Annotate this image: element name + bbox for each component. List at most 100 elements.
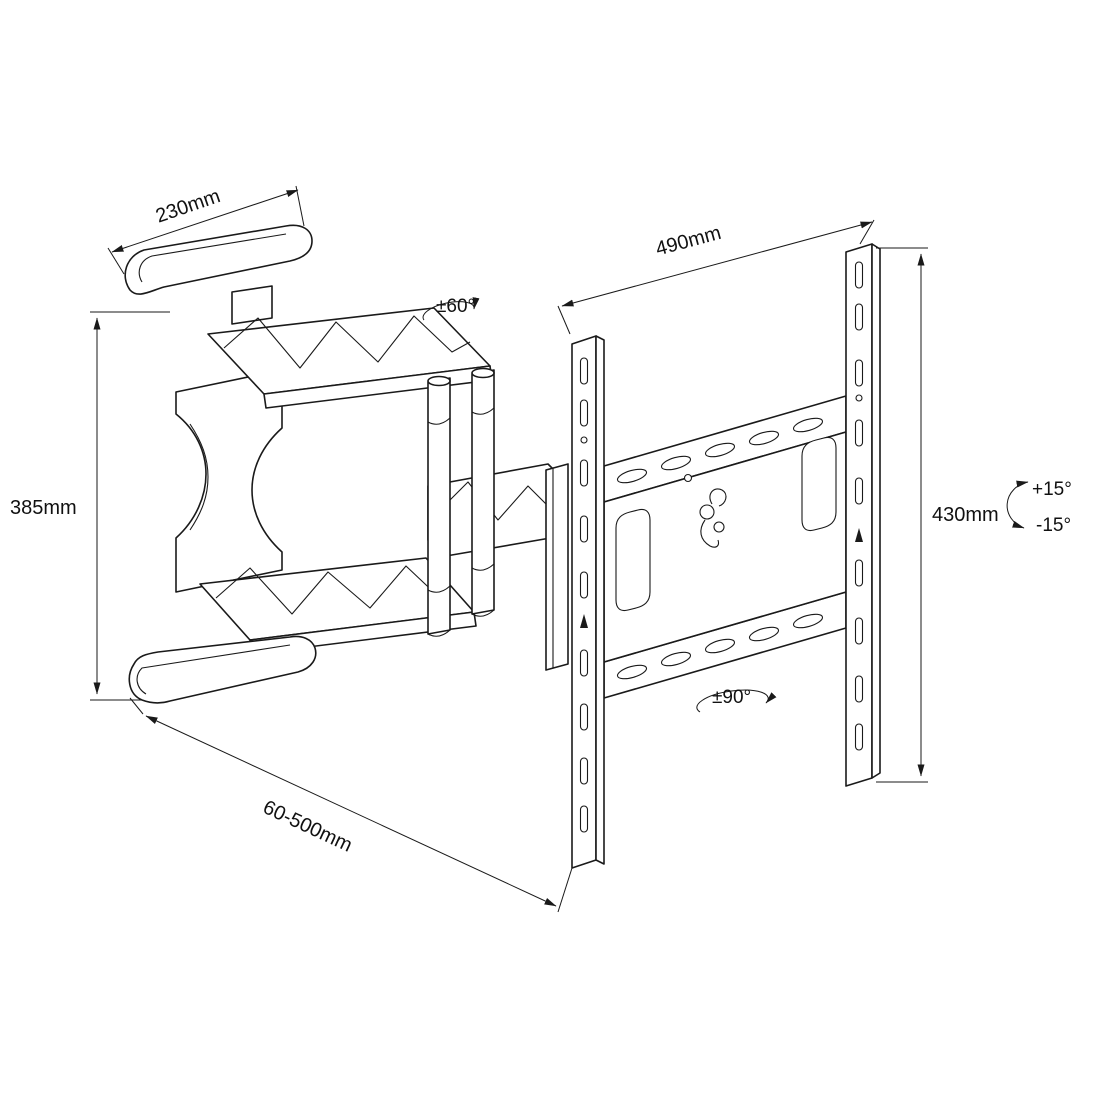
dimension-490mm: 490mm xyxy=(557,219,875,335)
strip-slot xyxy=(748,626,780,642)
pivot-cylinder-front xyxy=(427,375,451,637)
bottom-end-cap xyxy=(128,635,317,704)
rail-hole xyxy=(580,436,588,444)
wall-bracket-body xyxy=(175,369,283,593)
vesa-plate xyxy=(427,243,881,869)
hook-nut xyxy=(699,504,715,520)
extension-line xyxy=(129,697,144,715)
pivot-front-cap xyxy=(427,375,451,387)
pivot-rear-band xyxy=(471,563,495,571)
pivot-front-body xyxy=(427,377,451,635)
rail-slot xyxy=(579,757,589,785)
hook-washer xyxy=(713,521,725,533)
wall-bracket xyxy=(175,369,283,593)
rotation-angle-indicator: ±90° xyxy=(696,687,777,713)
upper-arm-facets xyxy=(223,315,471,369)
pivot-rear-bottom xyxy=(471,609,495,617)
panel-cutout-right xyxy=(801,436,837,532)
strip-slot xyxy=(660,455,692,471)
extension-line xyxy=(107,247,125,275)
hook-tail xyxy=(700,519,720,548)
swivel-arc-arrow xyxy=(422,297,480,321)
rail-slot xyxy=(854,477,864,505)
strip-slot xyxy=(792,613,824,629)
pivot-rear-band xyxy=(471,407,495,415)
rotation-arc-arrow xyxy=(696,689,777,713)
up-arrow-mark xyxy=(855,528,863,542)
rotation-angle-label: ±90° xyxy=(712,687,751,708)
panel-hole xyxy=(683,473,693,483)
hook-loop xyxy=(709,488,727,507)
rail-slot xyxy=(579,571,589,599)
rail-slot xyxy=(579,515,589,543)
top-end-cap xyxy=(124,224,313,325)
extension-arm-facets xyxy=(439,481,553,521)
rail-slot xyxy=(854,419,864,447)
dimension-label: 60-500mm xyxy=(260,796,356,856)
rail-slot xyxy=(579,649,589,677)
bottom-cap-body xyxy=(128,635,317,704)
rail-left-flange xyxy=(595,335,605,865)
rail-slot xyxy=(854,675,864,703)
rail-slot xyxy=(579,805,589,833)
top-cap-ridge xyxy=(138,233,287,283)
rail-slot xyxy=(854,723,864,751)
vesa-rail-left xyxy=(571,335,605,869)
pivot-rear-body xyxy=(471,369,495,615)
bottom-cap-ridge xyxy=(136,644,291,695)
dimension-label: 385mm xyxy=(10,497,77,519)
extension-line xyxy=(295,185,305,227)
pivot-cylinder-rear xyxy=(471,367,495,617)
extension-line xyxy=(557,867,573,913)
dimension-label: 490mm xyxy=(653,222,723,261)
tilt-up-label: +15° xyxy=(1032,479,1072,500)
rail-slot xyxy=(579,357,589,385)
tilt-angle-indicator: +15° -15° xyxy=(1006,479,1072,536)
strip-slot xyxy=(616,664,648,680)
rail-slot xyxy=(579,459,589,487)
rail-slot xyxy=(854,261,864,289)
rail-slot xyxy=(579,703,589,731)
rail-hole xyxy=(855,394,863,402)
panel-cutout-left xyxy=(615,508,651,612)
strip-slot xyxy=(704,442,736,458)
strip-slot xyxy=(660,651,692,667)
dimension-label: 230mm xyxy=(153,185,223,228)
dimension-label: 430mm xyxy=(932,504,999,526)
locking-hook xyxy=(699,488,727,548)
dimensions: 230mm 385mm 490mm 430mm 60-500mm xyxy=(10,185,1072,913)
lower-arm-facets xyxy=(215,565,443,615)
dimension-60-500mm: 60-500mm xyxy=(129,697,573,913)
swivel-angle-label: ±60° xyxy=(436,296,475,317)
extension-line xyxy=(557,305,571,335)
dimension-line xyxy=(111,189,299,253)
dimension-line xyxy=(145,715,557,907)
pivot-front-bottom xyxy=(427,629,451,637)
vesa-rail-right xyxy=(845,243,881,787)
swivel-angle-indicator: ±60° xyxy=(422,296,480,321)
dimension-430mm: 430mm xyxy=(876,247,999,783)
articulating-arm xyxy=(124,224,495,704)
rail-slot xyxy=(579,399,589,427)
wall-bracket-ridge xyxy=(189,423,209,531)
tilt-down-label: -15° xyxy=(1036,515,1071,536)
tv-bracket-strip xyxy=(545,463,569,671)
rail-right-flange xyxy=(871,243,881,779)
dimension-385mm: 385mm xyxy=(10,311,170,701)
up-arrow-mark xyxy=(580,614,588,628)
tilt-arc-arrow xyxy=(1006,480,1029,529)
top-cap-body xyxy=(124,224,313,295)
top-cap-mount-block xyxy=(231,285,273,325)
rail-slot xyxy=(854,617,864,645)
pivot-rear-cap xyxy=(471,367,495,379)
rail-slot xyxy=(854,303,864,331)
dimension-line xyxy=(561,221,873,307)
pivot-front-band xyxy=(427,417,451,425)
strip-slot xyxy=(748,430,780,446)
strip-slot xyxy=(792,417,824,433)
strip-slot xyxy=(616,468,648,484)
pivot-front-band xyxy=(427,585,451,593)
plate-center-panel xyxy=(603,431,847,663)
strip-slot xyxy=(704,638,736,654)
